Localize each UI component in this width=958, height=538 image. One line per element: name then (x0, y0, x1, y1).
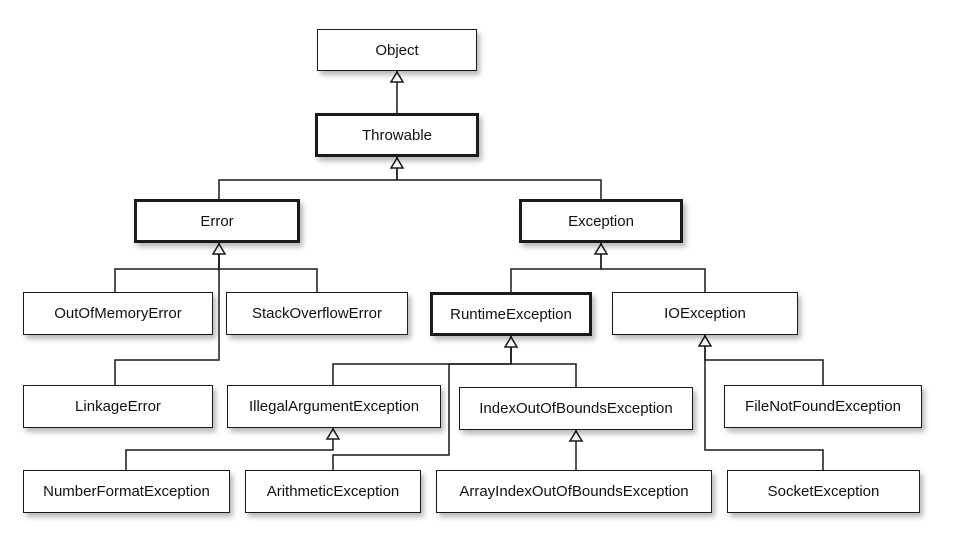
node-linkage-error-label: LinkageError (75, 398, 161, 415)
generalization-arrowhead-index_out_of_bounds_exception (568, 429, 584, 442)
node-io-exception: IOException (612, 292, 798, 335)
node-file-not-found-exception-label: FileNotFoundException (745, 398, 901, 415)
node-object: Object (317, 29, 477, 71)
node-socket-exception: SocketException (727, 470, 920, 513)
inheritance-edge-runtime_exception-to-exception (510, 243, 602, 292)
node-out-of-memory-error: OutOfMemoryError (23, 292, 213, 335)
inheritance-edge-socket_exception-to-io_exception (704, 335, 824, 470)
node-number-format-exception: NumberFormatException (23, 470, 230, 513)
node-illegal-argument-exception-label: IllegalArgumentException (248, 398, 420, 415)
node-io-exception-label: IOException (664, 305, 746, 322)
inheritance-edge-linkage_error-to-error (114, 243, 220, 385)
node-number-format-exception-label: NumberFormatException (43, 483, 210, 500)
generalization-arrowhead-error (211, 242, 227, 255)
node-stack-overflow-error-label: StackOverflowError (251, 305, 383, 322)
inheritance-edge-arithmetic_exception-to-runtime_exception (332, 336, 512, 470)
node-throwable: Throwable (315, 113, 479, 157)
node-throwable-label: Throwable (361, 126, 433, 144)
generalization-arrowhead-io_exception (697, 334, 713, 347)
inheritance-edge-io_exception-to-exception (600, 243, 706, 292)
inheritance-edge-exception-to-throwable (396, 157, 602, 199)
generalization-arrowhead-throwable (389, 156, 405, 169)
node-socket-exception-label: SocketException (767, 483, 880, 500)
inheritance-edge-error-to-throwable (218, 157, 398, 199)
generalization-arrowhead-illegal_argument_exception (325, 427, 341, 440)
generalization-arrowhead-object (389, 70, 405, 83)
inheritance-edge-illegal_argument_exception-to-runtime_exception (332, 336, 512, 385)
node-linkage-error: LinkageError (23, 385, 213, 428)
inheritance-edge-index_out_of_bounds_exception-to-runtime_exception (510, 336, 577, 387)
generalization-arrowhead-runtime_exception (503, 335, 519, 348)
inheritance-edge-stack_overflow_error-to-error (218, 243, 318, 292)
node-array-index-out-of-bounds-exception-label: ArrayIndexOutOfBoundsException (459, 483, 689, 500)
node-array-index-out-of-bounds-exception: ArrayIndexOutOfBoundsException (436, 470, 712, 513)
node-out-of-memory-error-label: OutOfMemoryError (54, 305, 182, 322)
node-arithmetic-exception: ArithmeticException (245, 470, 421, 513)
inheritance-edge-number_format_exception-to-illegal_argument_exception (125, 428, 334, 470)
node-exception: Exception (519, 199, 683, 243)
node-runtime-exception: RuntimeException (430, 292, 592, 336)
inheritance-edge-file_not_found_exception-to-io_exception (704, 335, 824, 385)
node-exception-label: Exception (568, 212, 634, 230)
node-file-not-found-exception: FileNotFoundException (724, 385, 922, 428)
node-index-out-of-bounds-exception-label: IndexOutOfBoundsException (479, 400, 673, 417)
node-runtime-exception-label: RuntimeException (450, 305, 572, 323)
generalization-arrowhead-exception (593, 242, 609, 255)
node-stack-overflow-error: StackOverflowError (226, 292, 408, 335)
inheritance-edge-out_of_memory_error-to-error (114, 243, 220, 292)
node-error-label: Error (200, 212, 234, 230)
node-illegal-argument-exception: IllegalArgumentException (227, 385, 441, 428)
node-index-out-of-bounds-exception: IndexOutOfBoundsException (459, 387, 693, 430)
node-arithmetic-exception-label: ArithmeticException (266, 483, 400, 500)
node-error: Error (134, 199, 300, 243)
node-object-label: Object (375, 41, 419, 59)
